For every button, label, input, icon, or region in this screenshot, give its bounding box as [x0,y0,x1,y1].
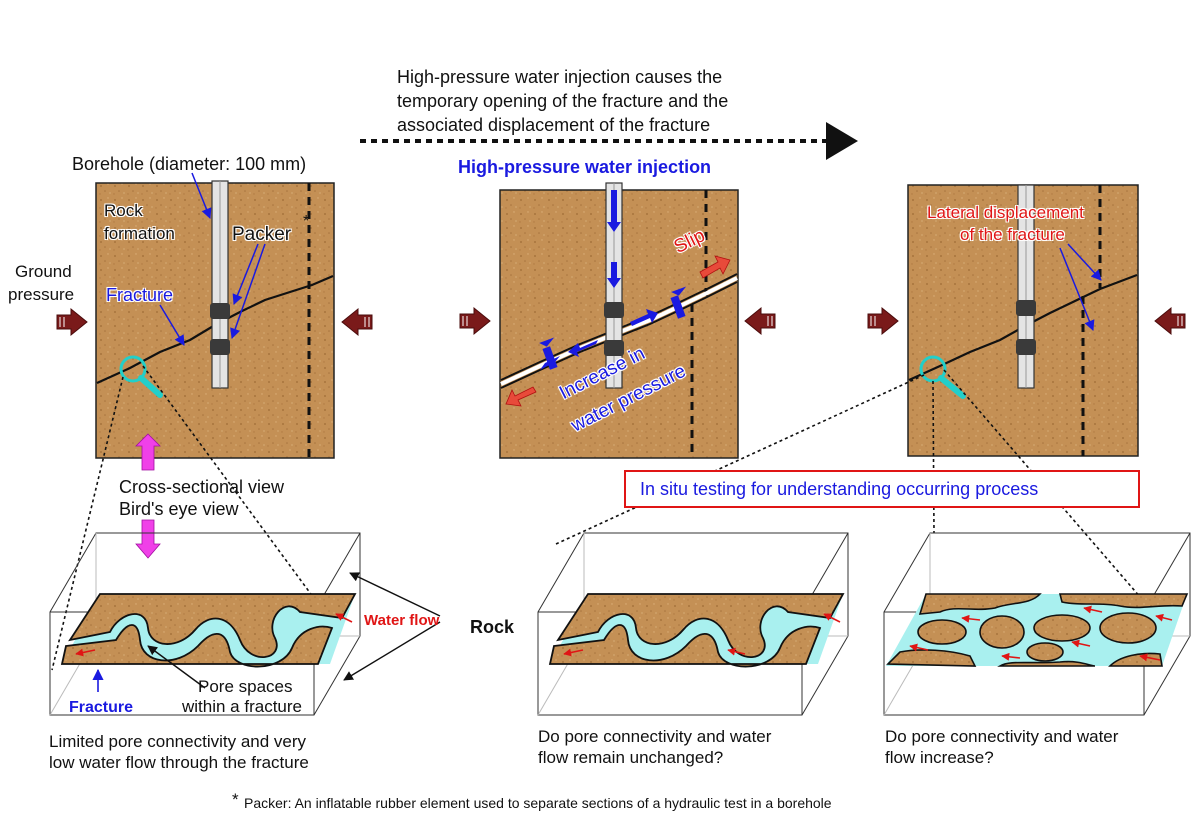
process-arrow [360,122,858,160]
rock-formation-label-2: formation [104,224,175,243]
injection-label: High-pressure water injection [458,157,712,177]
fracture-lower-edge-2 [500,281,738,389]
rock-label: Rock [470,617,515,637]
ground-pressure-label-2: pressure [8,285,75,304]
injection-arrow-top [607,190,621,232]
caption-right-1: Do pore connectivity and water [885,727,1119,746]
lateral-displacement-label-2: of the fracture [960,225,1065,244]
water-pressure-arrows [539,286,687,370]
injection-arrow-mid [607,262,621,288]
footnote-mark: * [232,790,239,809]
packer-upper-3 [1016,300,1036,316]
ground-pressure-arrow-right-1 [341,308,373,336]
cross-sectional-view-label: Cross-sectional view [119,477,285,497]
caption-left-1: Limited pore connectivity and very [49,732,307,751]
water-flow-label: Water flow [364,612,440,629]
panel-after-displacement [867,184,1186,457]
borehole-label: Borehole (diameter: 100 mm) [72,154,307,174]
ground-pressure-label-1: Ground [15,262,72,281]
header-line-3: associated displacement of the fracture [397,115,711,135]
rock-formation-label-1: Rock [104,201,143,220]
slip-arrow-upper [699,255,731,279]
birds-eye-view-label: Bird's eye view [119,499,239,519]
caption-mid-1: Do pore connectivity and water [538,727,772,746]
lateral-displacement-label-1: Lateral displacement [927,203,1084,222]
fracture-label-block: Fracture [69,699,134,716]
packer-label: Packer [232,224,292,245]
ground-pressure-arrow-left-2 [459,307,491,335]
ground-pressure-arrow-left-3 [867,307,899,335]
packer-lower-2 [604,340,624,356]
insitu-testing-label: In situ testing for understanding occurr… [640,479,1039,499]
magnifier-icon-1 [119,355,163,398]
packer-lower-3 [1016,339,1036,355]
ground-pressure-arrow-right-2 [744,307,776,335]
packer-upper-1 [210,303,230,319]
footnote-text: Packer: An inflatable rubber element use… [244,795,832,811]
ground-pressure-arrow-left-1 [56,308,88,336]
caption-left-2: low water flow through the fracture [49,753,309,772]
birds-eye-block-2 [537,532,849,716]
fracture-label-1: Fracture [106,285,174,305]
packer-upper-2 [604,302,624,318]
slip-arrow-lower [505,386,537,407]
packer-lower-1 [210,339,230,355]
view-switch-arrows [135,433,161,559]
header-line-2: temporary opening of the fracture and th… [397,91,729,111]
pore-spaces-label-1: Pore spaces [198,677,293,696]
packer-footnote-mark: * [303,213,310,230]
caption-right-2: flow increase? [885,748,994,767]
birds-eye-block-3 [883,532,1191,716]
insitu-testing-box [624,470,1140,508]
panel-initial-state [56,172,373,459]
pore-spaces-label-2: within a fracture [182,697,302,716]
panel-injection [459,182,776,459]
header-line-1: High-pressure water injection causes the [397,67,723,87]
birds-eye-block-1 [49,532,441,716]
caption-mid-2: flow remain unchanged? [538,748,724,767]
ground-pressure-arrow-right-3 [1154,307,1186,335]
